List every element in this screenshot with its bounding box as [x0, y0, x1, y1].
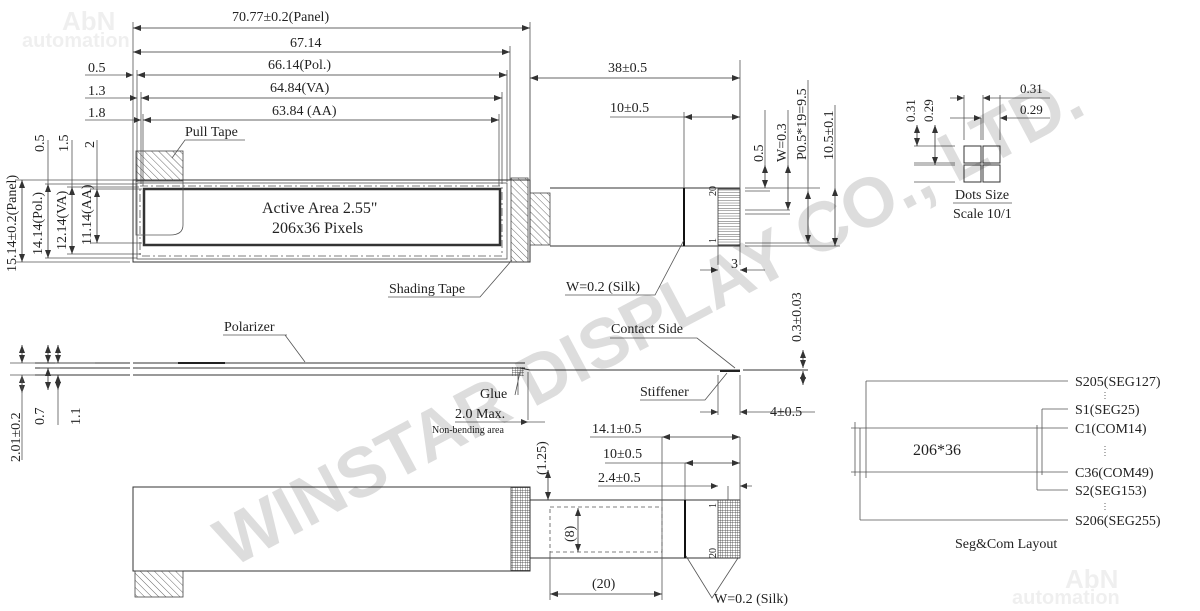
com-c36: C36(COM49)	[1075, 466, 1154, 481]
active-area-box	[142, 187, 502, 247]
logo-text: AbN	[62, 6, 115, 36]
shading-tape	[510, 177, 529, 263]
pin-20-label-back: 20	[708, 548, 719, 558]
offset-0-5: 0.5	[88, 61, 106, 76]
seg-s1: S1(SEG25)	[1075, 403, 1140, 418]
pull-tape	[135, 150, 184, 182]
logo-subtext: automation	[1012, 587, 1120, 609]
dim-v-2: 2	[83, 141, 98, 148]
seg-s2: S2(SEG153)	[1075, 484, 1147, 499]
dim-14-1: 14.1±0.5	[592, 422, 642, 437]
side-view: 2.01±0.2 0.7 1.1 Polarizer Glue 2.0 Max.…	[9, 292, 815, 462]
contact-side-label: Contact Side	[611, 322, 683, 337]
fpc-contacts-back	[717, 499, 741, 559]
dim-thickness-1-1: 1.1	[69, 408, 84, 426]
dots-scale: Scale 10/1	[953, 207, 1012, 222]
seg-com-title: Seg&Com Layout	[955, 537, 1057, 552]
pull-tape-back	[134, 570, 184, 598]
dim-polarizer-height: 14.14(Pol.)	[31, 192, 46, 255]
dim-fpc-width: 10.5±0.1	[822, 110, 837, 160]
dim-v-1-5: 1.5	[57, 135, 72, 153]
pin-20-label: 20	[708, 186, 719, 196]
shading-tape-label: Shading Tape	[389, 282, 465, 297]
dim-10-back: 10±0.5	[603, 447, 642, 462]
dim-8: (8)	[563, 525, 578, 542]
seg-s206: S206(SEG255)	[1075, 514, 1161, 529]
bottom-view: 1 20 (1.25) (8) (20) 14.1±0.5 10±0.5 2.4…	[132, 422, 788, 607]
polarizer-outline	[136, 182, 508, 260]
dim-pin-pitch: P0.5*19=9.5	[795, 88, 810, 160]
dim-20: (20)	[592, 577, 616, 592]
dim-1-25: (1.25)	[535, 441, 550, 475]
shading-tape-back	[510, 486, 531, 572]
logo-bottom-right: AbN automation	[1012, 564, 1120, 609]
silk-width-label: W=0.2 (Silk)	[566, 280, 640, 295]
top-view: 70.77±0.2(Panel) 67.14 66.14(Pol.) 64.84…	[5, 10, 840, 298]
dim-fpc-length: 38±0.5	[608, 61, 647, 76]
pull-tape-label: Pull Tape	[185, 125, 238, 140]
dim-va-height: 12.14(VA)	[55, 190, 70, 250]
pixels-label: 206x36 Pixels	[272, 220, 363, 237]
dim-fpc-10: 10±0.5	[610, 101, 649, 116]
offset-1-3: 1.3	[88, 84, 106, 99]
polarizer-label: Polarizer	[224, 320, 275, 335]
dim-aa-width: 63.84 (AA)	[272, 104, 337, 119]
dots-size-title: Dots Size	[955, 188, 1009, 203]
dim-67-14: 67.14	[290, 36, 322, 51]
matrix-label: 206*36	[913, 442, 961, 459]
stiffener-label: Stiffener	[640, 385, 689, 400]
active-area-label: Active Area 2.55"	[262, 200, 377, 217]
dim-pin-width: W=0.3	[775, 123, 790, 162]
dim-panel-height: 15.14±0.2(Panel)	[5, 175, 20, 272]
seg-s205: S205(SEG127)	[1075, 375, 1161, 390]
glue	[512, 367, 524, 376]
non-bending-max: 2.0 Max.	[455, 407, 505, 422]
va-outline	[139, 185, 503, 257]
pin-1-label: 1	[708, 238, 719, 243]
dim-thickness-0-7: 0.7	[33, 408, 48, 426]
com-c1: C1(COM14)	[1075, 422, 1147, 437]
glue-label: Glue	[480, 387, 507, 402]
silk-width-label-back: W=0.2 (Silk)	[714, 592, 788, 607]
non-bending-area-label: Non-bending area	[432, 425, 504, 436]
seg-com-layout: 206*36 S205(SEG127) S1(SEG25) C1(COM14) …	[851, 375, 1161, 552]
dim-polarizer-width: 66.14(Pol.)	[268, 58, 331, 73]
dim-2-4: 2.4±0.5	[598, 471, 641, 486]
logo-text: AbN	[1065, 564, 1118, 594]
fpc-stiffener-top	[529, 192, 551, 246]
dim-contact-3: 3	[731, 257, 738, 272]
dot-pitch-h: 0.31	[1020, 81, 1043, 96]
dim-v-0-5: 0.5	[33, 135, 48, 153]
dim-stiffener-length: 4±0.5	[770, 405, 802, 420]
dim-pin-0-5: 0.5	[752, 145, 767, 163]
offset-1-8: 1.8	[88, 106, 106, 121]
dim-aa-height: 11.14(AA)	[80, 184, 95, 245]
dots-size-detail: 0.31 0.29 0.31 0.29 Dots Size Scale 10/1	[903, 81, 1050, 222]
dim-panel-width: 70.77±0.2(Panel)	[232, 10, 329, 25]
dot-size-v: 0.29	[921, 99, 936, 122]
dot-pitch-v: 0.31	[903, 99, 918, 122]
dot-size-h: 0.29	[1020, 102, 1043, 117]
dim-va-width: 64.84(VA)	[270, 81, 330, 96]
pin-1-label-back: 1	[708, 503, 719, 508]
logo-subtext: automation	[22, 30, 130, 52]
logo-top-left: AbN automation	[22, 6, 130, 52]
dim-fpc-thickness: 0.3±0.03	[790, 292, 805, 342]
watermark: WINSTAR DISPLAY CO., LTD.	[202, 57, 1095, 581]
dim-total-thickness: 2.01±0.2	[9, 412, 24, 462]
